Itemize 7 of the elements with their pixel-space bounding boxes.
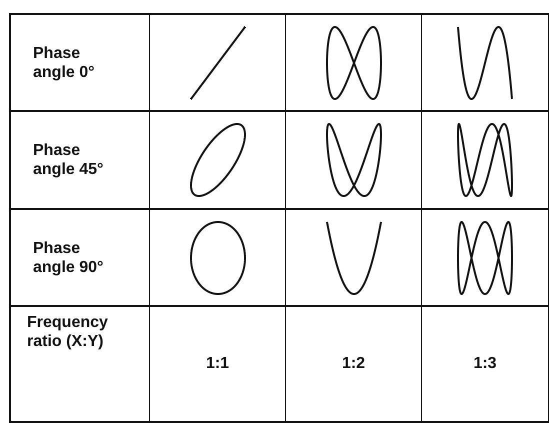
ratio-label: 1:3	[473, 355, 497, 373]
row-header: Phase angle 0°	[33, 44, 96, 82]
row-header: Phase angle 90°	[33, 238, 104, 276]
ratio-label: 1:2	[342, 355, 366, 373]
ratio-label: 1:1	[206, 355, 230, 373]
row-header: Phase angle 45°	[33, 141, 104, 179]
row-header: Frequency ratio (X:Y)	[27, 313, 109, 351]
